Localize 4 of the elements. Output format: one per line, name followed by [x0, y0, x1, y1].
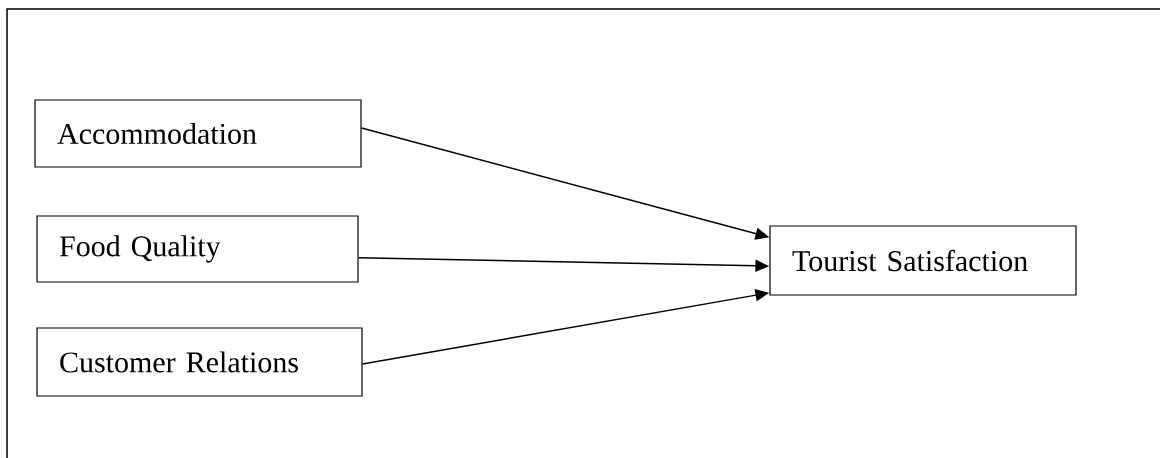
- text-box: Food Quality: [36, 215, 359, 283]
- text-box: Accommodation: [34, 99, 362, 168]
- text-box: Tourist Satisfaction: [769, 225, 1077, 296]
- text-box: Customer Relations: [36, 327, 363, 397]
